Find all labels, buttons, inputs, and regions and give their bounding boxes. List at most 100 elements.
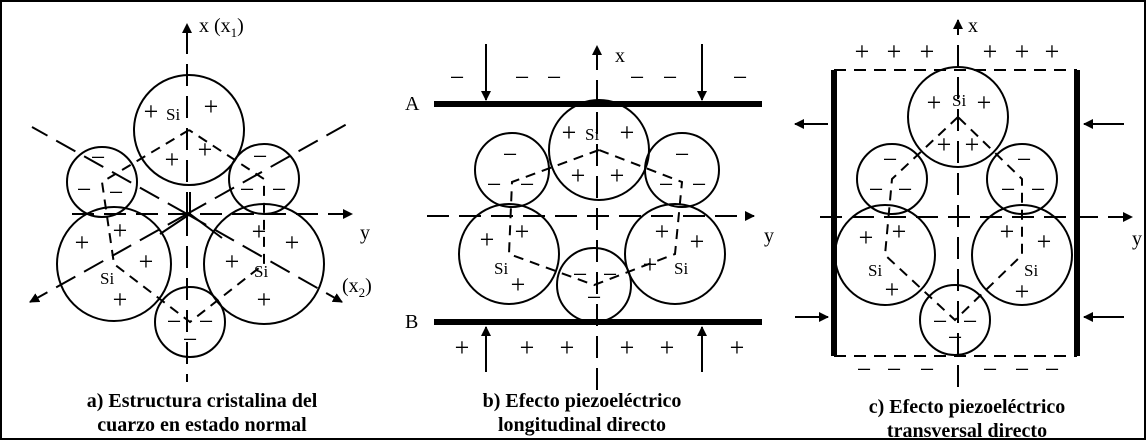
panel-b-si-label-right: Si	[674, 259, 688, 278]
charge-minus: −	[547, 63, 562, 92]
panel-c-o-atom-bottom	[919, 284, 991, 356]
charge-minus: −	[675, 140, 690, 169]
panel-a-x2-axis	[186, 213, 343, 303]
panel-b-si-label-left: Si	[494, 259, 508, 278]
panel-c-x-label: x	[968, 15, 978, 37]
charge-minus: −	[630, 63, 645, 92]
panel-b-caption-line-2: longitudinal directo	[498, 414, 666, 436]
panel-a-si-label-top: Si	[166, 105, 180, 124]
panel-a-x3-axis	[29, 213, 188, 303]
panel-b-o-atom-left	[474, 132, 550, 208]
charge-minus: −	[692, 170, 707, 199]
panel-c-si-label-left: Si	[868, 261, 882, 280]
charge-plus: +	[892, 217, 907, 246]
panel-a-o-atom-bottom	[154, 286, 226, 358]
charge-plus: +	[965, 130, 980, 159]
charge-plus: +	[643, 250, 658, 279]
panel-a-caption: a) Estructura cristalina del cuarzo en e…	[42, 389, 362, 437]
charge-plus: +	[937, 130, 952, 159]
charge-minus: −	[91, 143, 106, 172]
panel-c-si-atom-left	[834, 204, 936, 306]
charge-minus: −	[1017, 145, 1032, 174]
charge-plus: +	[983, 37, 998, 66]
charge-plus: +	[655, 217, 670, 246]
charge-plus: +	[977, 88, 992, 117]
panel-a-bonds	[100, 129, 265, 324]
charge-minus: −	[1045, 355, 1060, 384]
charge-plus: +	[252, 217, 267, 246]
charge-plus: +	[885, 275, 900, 304]
panel-a-caption-line-1: a) Estructura cristalina del	[86, 390, 318, 412]
panel-a-x2-label: (x2)	[342, 275, 372, 300]
charge-minus: −	[503, 140, 518, 169]
charge-minus: −	[983, 355, 998, 384]
charge-plus: +	[198, 135, 213, 164]
panel-c-si-label-top: Si	[952, 91, 966, 110]
panel-b-si-atom-top	[548, 99, 650, 201]
charge-minus: −	[77, 175, 92, 204]
charge-minus: −	[1031, 175, 1046, 204]
charge-minus: −	[898, 175, 913, 204]
charge-minus: −	[167, 307, 182, 336]
panel-a-o-atom-upper-left	[66, 146, 138, 218]
charge-plus: +	[511, 270, 526, 299]
panel-c-bonds	[883, 116, 1023, 322]
charge-plus: +	[225, 247, 240, 276]
charge-plus: +	[690, 227, 705, 256]
panel-a-si-label-left: Si	[100, 269, 114, 288]
panel-a-upper-left-axis	[31, 126, 188, 215]
charge-plus: +	[455, 333, 470, 362]
charge-plus: +	[620, 118, 635, 147]
panel-c-si-atom-top	[907, 66, 1009, 168]
charge-plus: +	[75, 228, 90, 257]
charge-minus: −	[857, 355, 872, 384]
charge-plus: +	[139, 247, 154, 276]
charge-plus: +	[113, 285, 128, 314]
charge-minus: −	[963, 307, 978, 336]
charge-minus: −	[240, 175, 255, 204]
panel-a-x-label: x (x1)	[199, 15, 244, 40]
panel-b-label-a: A	[405, 93, 420, 115]
panel-a-si-atom-left	[56, 206, 172, 322]
panel-c-y-label: y	[1132, 228, 1142, 250]
charge-plus: +	[480, 225, 495, 254]
panel-a-si-label-right: Si	[254, 262, 268, 281]
panel-b-y-label: y	[764, 225, 774, 247]
charge-plus: +	[610, 161, 625, 190]
panel-b-charges: − − − − − − + + + + + + + + + + − − − − …	[450, 63, 748, 362]
panel-a-caption-line-2: cuarzo en estado normal	[97, 414, 307, 436]
charge-plus: +	[887, 37, 902, 66]
panel-c-caption-line-2: transversal directo	[886, 420, 1048, 440]
panel-a	[29, 23, 353, 382]
panel-b-caption-line-1: b) Efecto piezoeléctrico	[482, 390, 682, 412]
panel-b-si-atom-left	[458, 203, 560, 305]
charge-plus: +	[620, 333, 635, 362]
panel-c-charges: + + + + + + − − − − − − + + + + − − − − …	[855, 37, 1060, 384]
charge-plus: +	[660, 333, 675, 362]
panel-a-y-label: y	[360, 222, 370, 244]
charge-minus: −	[883, 145, 898, 174]
charge-minus: −	[933, 307, 948, 336]
panel-b-si-label-top: Si	[585, 125, 599, 144]
charge-minus: −	[733, 63, 748, 92]
charge-minus: −	[450, 63, 465, 92]
charge-plus: +	[730, 333, 745, 362]
panel-a-o-atom-upper-right	[228, 143, 300, 215]
charge-minus: −	[603, 260, 618, 289]
panel-b-x-label: x	[615, 45, 625, 67]
charge-minus: −	[1001, 175, 1016, 204]
charge-plus: +	[144, 97, 159, 126]
charge-minus: −	[573, 260, 588, 289]
charge-minus: −	[272, 175, 287, 204]
charge-plus: +	[113, 216, 128, 245]
charge-minus: −	[520, 170, 535, 199]
charge-minus: −	[253, 142, 268, 171]
panel-c-caption-line-1: c) Efecto piezoeléctrico	[868, 396, 1066, 418]
panel-a-charges: + + + + − − − − − − + + + + + + + + − − …	[75, 92, 300, 354]
charge-minus: −	[659, 170, 674, 199]
panel-c-si-label-right: Si	[1024, 261, 1038, 280]
charge-plus: +	[859, 223, 874, 252]
charge-minus: −	[199, 307, 214, 336]
charge-plus: +	[515, 217, 530, 246]
panel-a-si-atom-top	[133, 74, 245, 186]
